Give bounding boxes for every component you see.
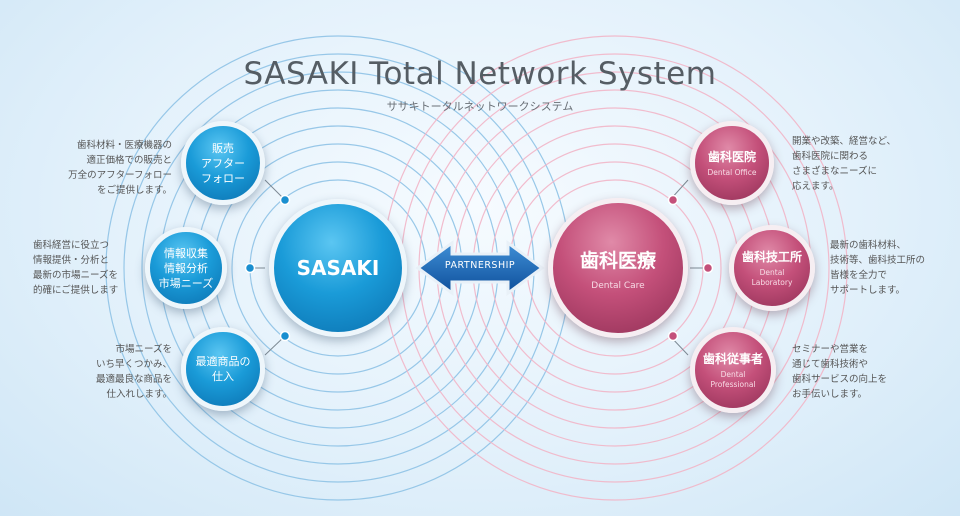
satellite-en: Dental Laboratory [751,268,793,287]
node-dot [279,330,291,342]
satellite-label: 最適商品の 仕入 [195,355,251,383]
satellite-sales: 販売 アフター フォロー [181,121,265,205]
dental-care-label: 歯科医療 [579,249,656,272]
satellite-dental-lab: 歯科技工所 Dental Laboratory [729,225,815,311]
satellite-label: 歯科医院 [707,150,756,164]
satellite-label: 歯科従事者 [702,352,763,366]
node-dot [279,194,291,206]
desc-info: 歯科経営に役立つ 情報提供・分析と 最新の市場ニーズを 的確にご提供します [33,240,119,296]
sasaki-sphere: SASAKI [269,199,407,337]
desc-sales: 歯科材料・医療機器の 適正価格での販売と 万全のアフターフォロー をご提供します… [68,140,172,196]
page-title: SASAKI Total Network System [243,56,717,92]
sasaki-label: SASAKI [296,256,380,280]
desc-dental-professional: セミナーや営業を 通じて歯科技術や 歯科サービスの向上を お手伝いします。 [792,344,888,400]
satellite-dental-office: 歯科医院 Dental Office [690,121,774,205]
satellite-dental-professional: 歯科従事者 Dental Professional [690,327,776,413]
satellite-procurement: 最適商品の 仕入 [181,327,265,411]
node-dot [702,262,714,274]
partnership-arrow [415,240,545,296]
satellite-label: 情報収集 情報分析 市場ニーズ [158,246,214,290]
desc-dental-lab: 最新の歯科材料、 技術等、歯科技工所の 皆様を全力で サポートします。 [830,240,926,296]
page-subtitle: ササキトータルネットワークシステム [386,100,574,113]
dental-care-en: Dental Care [591,280,645,291]
desc-dental-office: 開業や改築、経営など、 歯科医院に関わる さまざまなニーズに 応えます。 [792,136,897,192]
satellite-info: 情報収集 情報分析 市場ニーズ [145,227,227,309]
desc-procurement: 市場ニーズを いち早くつかみ、 最適最良な商品を 仕入れします。 [95,344,172,400]
satellite-en: Dental Office [707,168,757,177]
satellite-label: 歯科技工所 [741,250,802,264]
dental-care-sphere: 歯科医療 Dental Care [548,198,688,338]
satellite-label: 販売 アフター フォロー [201,141,245,185]
satellite-en: Dental Professional [710,370,756,389]
node-dot [667,330,679,342]
node-dot [244,262,256,274]
partnership-label: PARTNERSHIP [444,260,516,271]
node-dot [667,194,679,206]
